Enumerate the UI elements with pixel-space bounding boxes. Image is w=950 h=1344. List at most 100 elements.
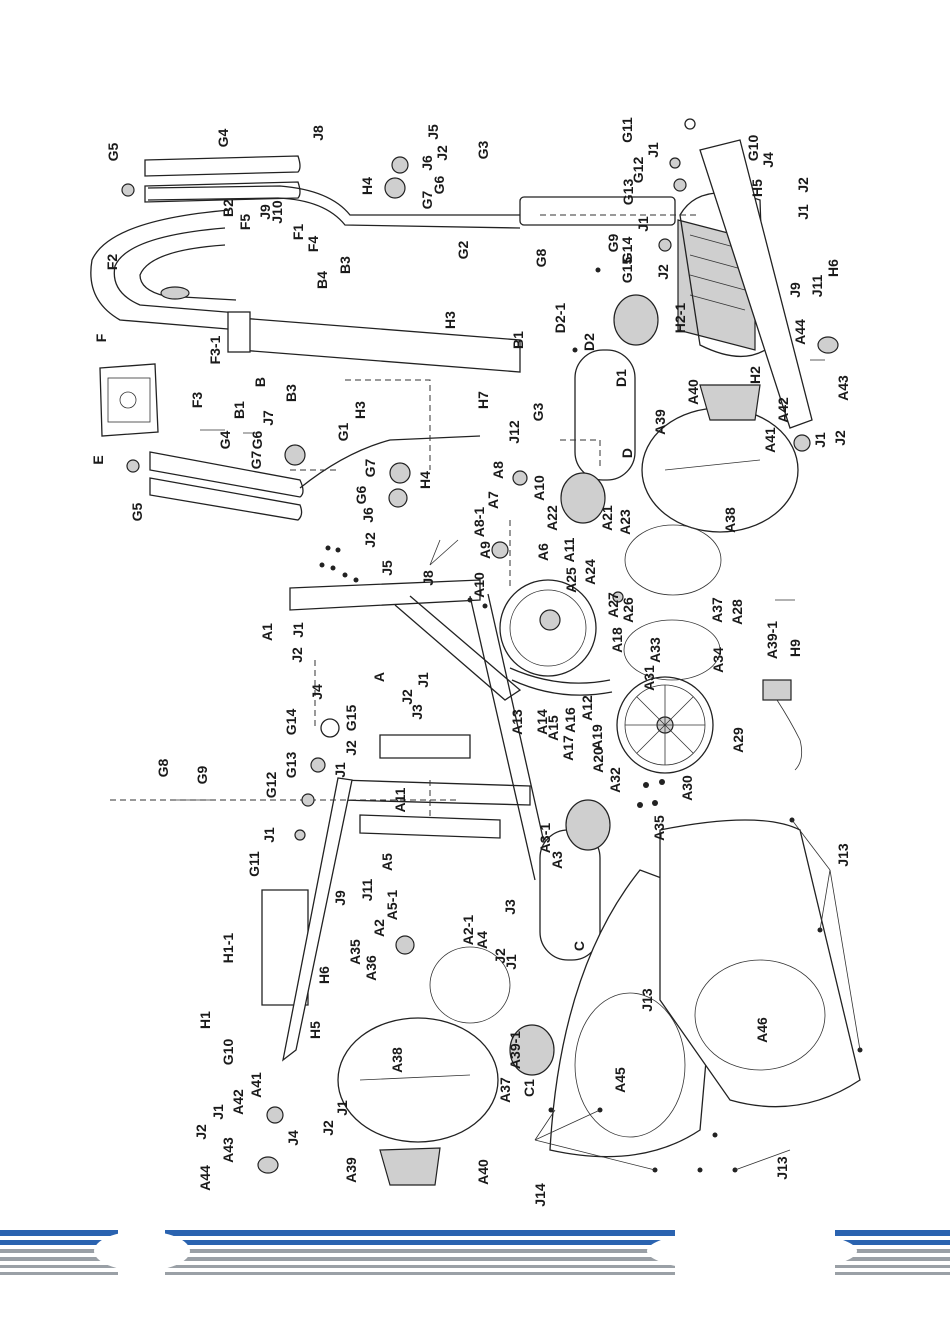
- part-label-j12: J12: [506, 420, 522, 444]
- part-label-d2: D2: [581, 333, 597, 351]
- part-label-g14: G14: [283, 709, 299, 736]
- footer-stripe: [165, 1240, 675, 1245]
- part-label-g9: G9: [194, 765, 210, 784]
- part-label-j5: J5: [379, 560, 395, 576]
- part-label-j13: J13: [835, 843, 851, 867]
- part-label-h2-1: H2-1: [672, 303, 688, 334]
- footer-stripe: [0, 1230, 118, 1236]
- part-label-g8: G8: [155, 758, 171, 777]
- part-label-g10: G10: [220, 1039, 236, 1066]
- part-label-j2: J2: [193, 1124, 209, 1140]
- part-label-j1: J1: [415, 672, 431, 688]
- part-label-a10: A10: [471, 572, 487, 598]
- footer-stripe: [165, 1249, 675, 1253]
- end-cap-a44-right: [817, 336, 839, 354]
- guard-a40-left: [379, 1147, 441, 1186]
- part-label-g11: G11: [246, 851, 262, 877]
- part-label-a5-1: A5-1: [384, 890, 400, 921]
- mast-b: [239, 317, 521, 373]
- part-label-j1: J1: [261, 827, 277, 843]
- part-label-a44: A44: [792, 319, 808, 345]
- handlebar-g2: [147, 185, 520, 216]
- footer-stripe: [835, 1257, 950, 1261]
- part-label-j2: J2: [492, 948, 508, 964]
- part-label-e: E: [90, 455, 106, 464]
- part-label-j2: J2: [655, 264, 671, 280]
- part-label-j2: J2: [434, 145, 450, 161]
- part-label-j13: J13: [774, 1156, 790, 1180]
- part-label-a27: A27: [605, 592, 621, 618]
- part-label-a21: A21: [599, 505, 615, 531]
- part-label-g1: G1: [335, 422, 351, 441]
- part-label-h4: H4: [359, 177, 375, 195]
- handlebar-tube-g4-top: [144, 155, 301, 203]
- part-label-a6: A6: [535, 543, 551, 561]
- footer-stripe: [165, 1265, 675, 1268]
- part-label-a29: A29: [730, 727, 746, 753]
- leader-lines: [170, 359, 861, 1171]
- part-label-j2: J2: [343, 740, 359, 756]
- part-label-a43: A43: [835, 375, 851, 401]
- part-label-a8: A8: [490, 461, 506, 479]
- part-label-c1: C1: [521, 1079, 537, 1097]
- part-label-h9: H9: [787, 639, 803, 657]
- part-label-a39-1: A39-1: [764, 621, 780, 659]
- pedal-h1-1: [261, 889, 309, 1006]
- part-label-g12: G12: [263, 772, 279, 799]
- part-label-f1: F1: [290, 224, 306, 241]
- part-label-a2-1: A2-1: [460, 915, 476, 946]
- part-label-j4: J4: [285, 1130, 301, 1146]
- part-label-a37: A37: [497, 1077, 513, 1103]
- part-label-g6: G6: [249, 430, 265, 449]
- part-label-a11: A11: [392, 787, 408, 812]
- part-label-a7: A7: [485, 491, 501, 509]
- roller-c1: [509, 1024, 555, 1076]
- part-label-j2: J2: [399, 689, 415, 705]
- part-label-f4: F4: [305, 236, 321, 253]
- part-label-g14: G14: [619, 237, 635, 264]
- part-label-h3: H3: [352, 401, 368, 419]
- cover-a39-1-right: [624, 524, 722, 596]
- part-label-j8: J8: [310, 125, 326, 141]
- part-label-g15: G15: [343, 705, 359, 732]
- part-label-j3: J3: [502, 899, 518, 915]
- part-label-j2: J2: [289, 647, 305, 663]
- part-label-j7: J7: [260, 410, 276, 426]
- footer-stripe: [835, 1249, 950, 1253]
- part-label-a41: A41: [248, 1072, 264, 1098]
- part-label-a3: A3: [549, 851, 565, 869]
- part-label-b: B: [252, 377, 268, 387]
- tube-d: [574, 349, 636, 481]
- footer-stripe: [165, 1272, 675, 1275]
- part-label-b1: B1: [231, 401, 247, 419]
- part-label-a33: A33: [647, 637, 663, 663]
- part-label-j1: J1: [503, 954, 519, 970]
- part-label-a20: A20: [590, 747, 606, 773]
- part-label-a11: A11: [561, 537, 577, 562]
- part-label-a19: A19: [589, 724, 605, 750]
- part-label-h7: H7: [475, 391, 491, 409]
- part-label-a3-1: A3-1: [537, 823, 553, 854]
- part-label-j2: J2: [832, 430, 848, 446]
- footer-page-oval-right: [647, 1229, 857, 1273]
- part-label-j11: J11: [359, 878, 375, 901]
- footer-stripe: [835, 1240, 950, 1245]
- part-label-a17: A17: [560, 735, 576, 761]
- part-label-a35: A35: [651, 815, 667, 841]
- part-label-a13: A13: [509, 709, 525, 735]
- part-label-a32: A32: [607, 767, 623, 793]
- shroud-a46: [659, 819, 861, 1108]
- part-label-g13: G13: [620, 179, 636, 206]
- part-label-j1: J1: [332, 762, 348, 778]
- part-label-j5: J5: [425, 124, 441, 140]
- part-label-a35: A35: [347, 939, 363, 965]
- part-label-j1: J1: [290, 622, 306, 638]
- part-label-j1: J1: [645, 142, 661, 158]
- part-label-j14: J14: [532, 1183, 548, 1207]
- part-label-h1: H1: [197, 1011, 213, 1029]
- part-label-a1: A1: [259, 623, 275, 641]
- grip-cap-g5-bottom: [126, 459, 140, 473]
- part-label-j9: J9: [332, 890, 348, 906]
- part-label-g7: G7: [362, 458, 378, 477]
